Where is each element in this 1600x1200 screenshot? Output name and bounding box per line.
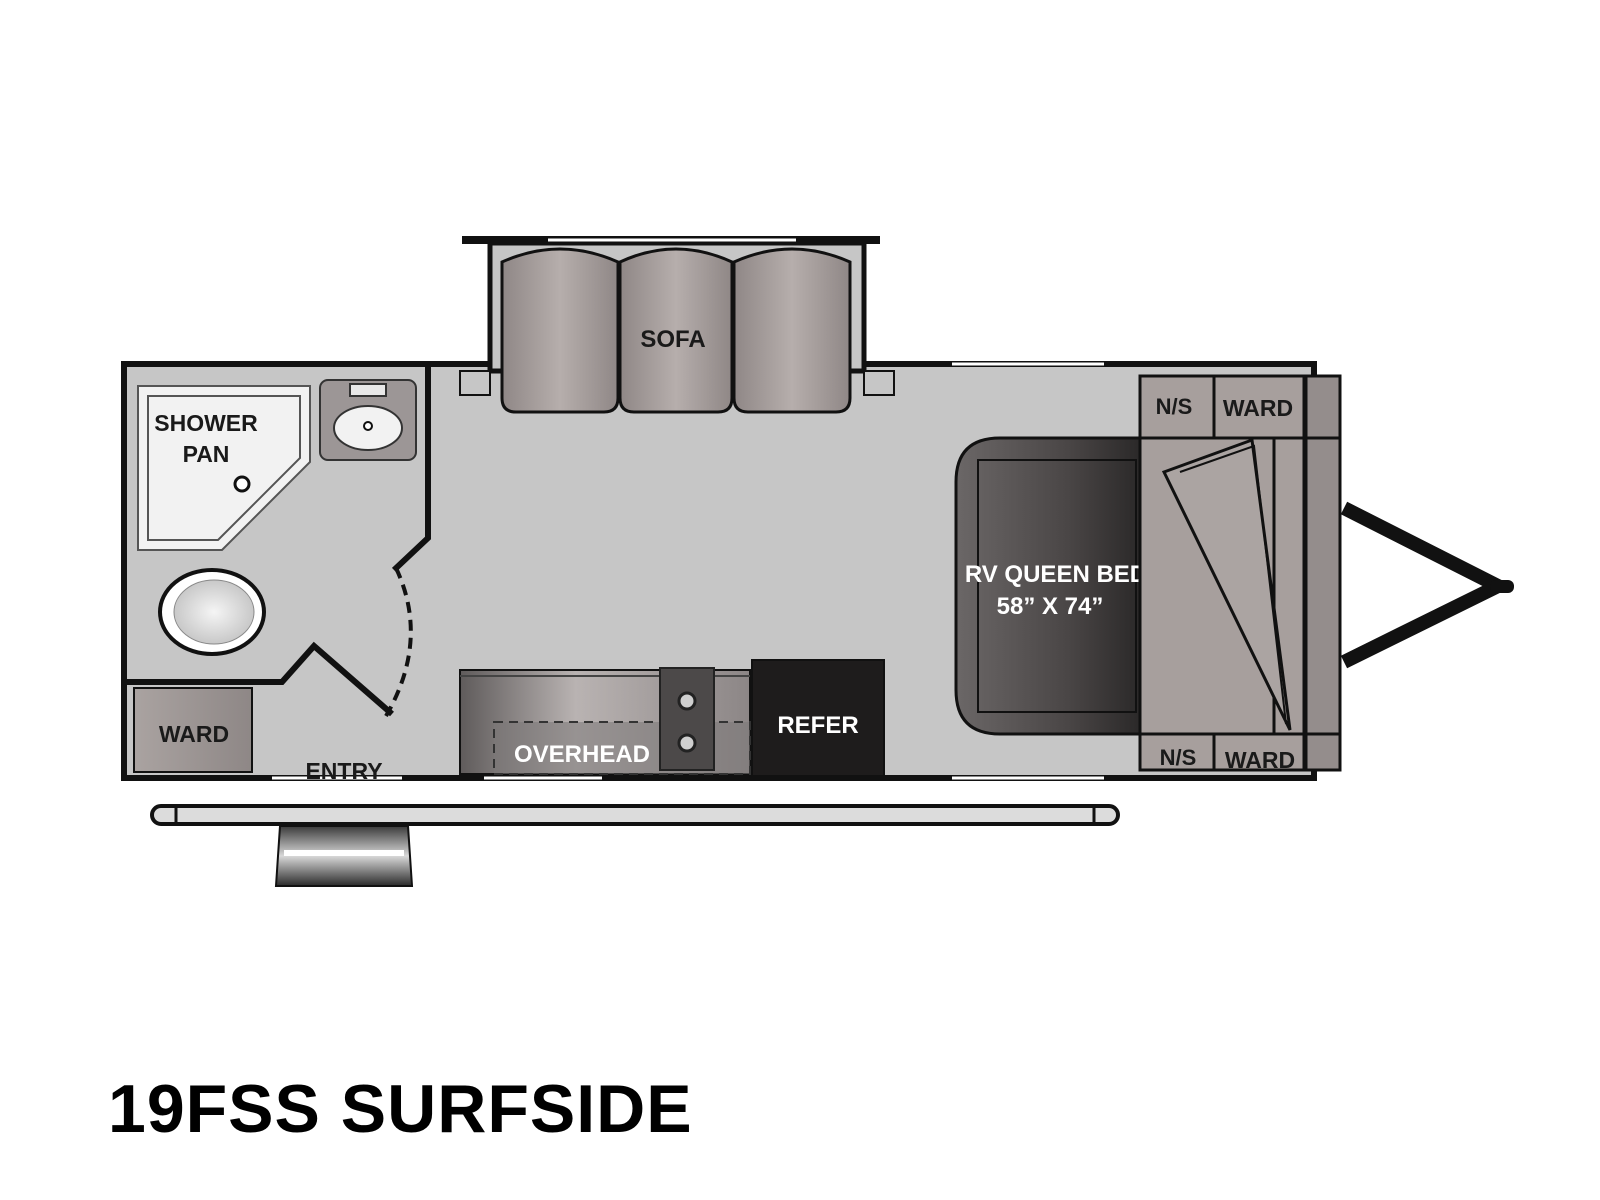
entry-wardrobe-label: WARD bbox=[159, 721, 229, 747]
queen-bed[interactable]: RV QUEEN BED 58” X 74” bbox=[954, 436, 1147, 736]
bed-label-line2: 58” X 74” bbox=[997, 593, 1104, 620]
sofa-label: SOFA bbox=[640, 326, 705, 353]
wardrobe-top-label: WARD bbox=[1223, 395, 1293, 421]
entry-label: ENTRY bbox=[305, 758, 382, 784]
bed-label-line1: RV QUEEN BED bbox=[965, 561, 1147, 588]
sofa[interactable]: SOFA bbox=[500, 247, 852, 414]
refrigerator-label: REFER bbox=[777, 712, 858, 739]
wardrobe-top[interactable]: WARD bbox=[1223, 395, 1293, 421]
wardrobe-bottom-label: WARD bbox=[1225, 747, 1295, 773]
hitch-coupler-icon bbox=[1430, 578, 1446, 594]
awning-rail bbox=[150, 804, 1120, 826]
bathroom-door-swing bbox=[384, 567, 413, 718]
sink-drain-icon bbox=[363, 421, 373, 431]
shower-label-line1: SHOWER bbox=[154, 410, 258, 436]
shower-pan[interactable]: SHOWER PAN bbox=[137, 385, 311, 551]
entry-step bbox=[274, 825, 414, 887]
shower-drain-icon bbox=[233, 475, 251, 493]
entry-wardrobe[interactable]: WARD bbox=[133, 687, 253, 773]
cooktop[interactable] bbox=[659, 667, 715, 771]
nightstand-bottom[interactable]: N/S bbox=[1160, 745, 1197, 770]
burner-icon bbox=[677, 733, 697, 753]
hitch-tongue bbox=[1340, 501, 1514, 669]
nightstand-bottom-label: N/S bbox=[1160, 745, 1197, 770]
nightstand-top[interactable]: N/S bbox=[1156, 394, 1193, 419]
refrigerator[interactable]: REFER bbox=[751, 659, 885, 777]
model-title: 19FSS SURFSIDE bbox=[108, 1071, 693, 1147]
front-cabinetry bbox=[1138, 374, 1342, 772]
burner-icon bbox=[677, 691, 697, 711]
lavatory-sink[interactable] bbox=[319, 379, 417, 461]
overhead-label: OVERHEAD bbox=[514, 741, 650, 768]
wardrobe-bottom[interactable]: WARD bbox=[1225, 747, 1295, 773]
bathroom bbox=[124, 364, 431, 718]
toilet[interactable] bbox=[158, 568, 266, 656]
shower-label-line2: PAN bbox=[183, 441, 230, 467]
nightstand-top-label: N/S bbox=[1156, 394, 1193, 419]
